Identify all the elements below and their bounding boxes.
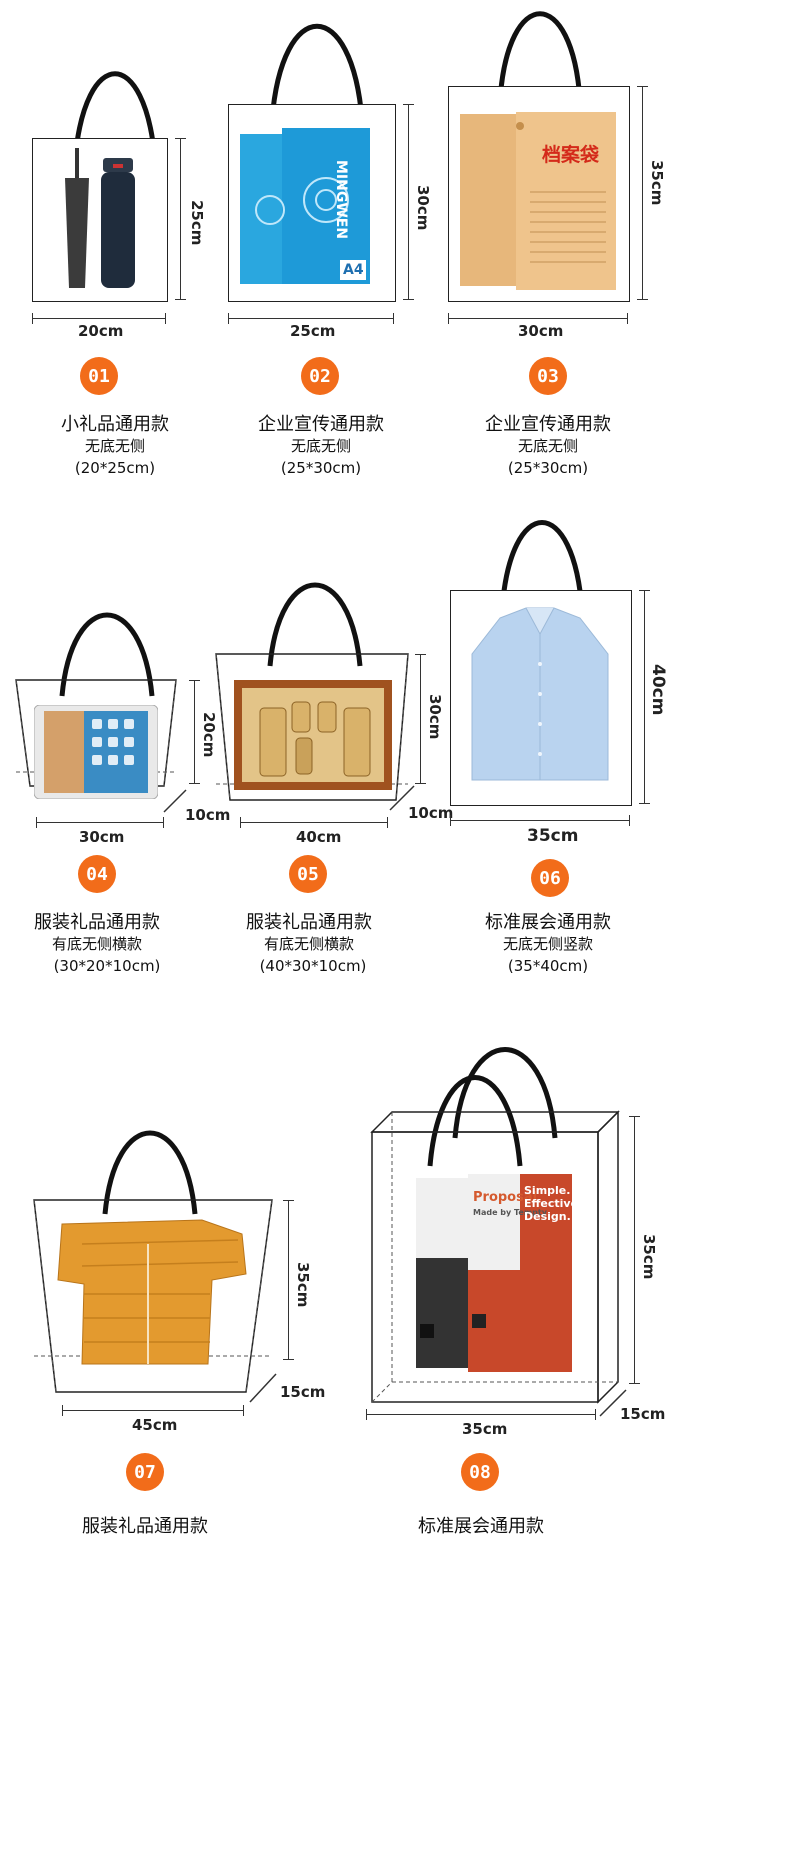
height-dimension-line <box>637 86 648 300</box>
width-dimension-line <box>36 817 164 828</box>
item-title: 标准展会通用款 <box>485 912 611 933</box>
item-subtitle: 有底无侧横款 <box>263 935 354 953</box>
box-size-label: A4 <box>343 262 364 278</box>
a4-paper-box-product <box>240 128 370 284</box>
depth-label: 10cm <box>408 804 454 822</box>
height-label: 30cm <box>426 694 444 740</box>
bag-handle <box>267 582 363 667</box>
item-title: 服装礼品通用款 <box>246 912 372 933</box>
depth-dimension-line <box>389 785 415 811</box>
item-number-badge: 07 <box>126 1453 164 1491</box>
height-label: 35cm <box>648 160 666 206</box>
item-title: 企业宣传通用款 <box>258 414 384 435</box>
height-dimension-line <box>403 104 414 300</box>
bag-handle <box>102 1130 198 1215</box>
brochure-books-product <box>416 1174 572 1372</box>
width-dimension-line <box>366 1409 596 1420</box>
bag-handle <box>499 520 585 612</box>
depth-dimension-line <box>599 1389 627 1417</box>
item-size: (30*20*10cm) <box>53 957 161 975</box>
umbrella-bottle-product <box>65 148 135 288</box>
height-label: 30cm <box>414 185 432 231</box>
file-envelope-product <box>460 112 616 290</box>
height-label: 35cm <box>640 1234 658 1280</box>
width-dimension-line <box>240 817 388 828</box>
item-size: (25*30cm) <box>507 459 589 477</box>
item-size: (25*30cm) <box>280 459 362 477</box>
depth-dimension-line <box>163 789 187 813</box>
bag-handle-back <box>452 1047 558 1139</box>
bag-handle <box>497 11 583 101</box>
depth-label: 15cm <box>620 1405 666 1423</box>
height-label: 25cm <box>188 200 206 246</box>
width-dimension-line <box>32 313 166 324</box>
width-dimension-line <box>62 1405 244 1416</box>
depth-dimension-line <box>249 1373 277 1403</box>
width-label: 45cm <box>132 1416 178 1434</box>
item-subtitle: 无底无侧 <box>84 437 145 455</box>
height-dimension-line <box>629 1116 640 1384</box>
envelope-label: 档案袋 <box>542 144 600 166</box>
height-dimension-line <box>189 680 200 784</box>
item-number-badge: 08 <box>461 1453 499 1491</box>
height-dimension-line <box>283 1200 294 1360</box>
width-label: 40cm <box>296 828 342 846</box>
bag-handle <box>72 71 158 161</box>
item-size: (40*30*10cm) <box>259 957 367 975</box>
height-dimension-line <box>639 590 650 804</box>
book-title: Proposal <box>473 1190 538 1205</box>
item-number-badge: 05 <box>289 855 327 893</box>
item-title: 服装礼品通用款 <box>82 1516 208 1537</box>
bag-outline <box>32 138 168 302</box>
item-title: 企业宣传通用款 <box>485 414 611 435</box>
item-title: 服装礼品通用款 <box>34 912 160 933</box>
book2-text: Simple. Effective. Design. <box>524 1184 583 1223</box>
box-brand-label: MINGWEN <box>333 160 349 240</box>
down-jacket-product <box>57 1219 247 1365</box>
height-label: 20cm <box>200 712 218 758</box>
width-label: 30cm <box>518 322 564 340</box>
item-subtitle: 无底无侧竖款 <box>502 935 593 953</box>
item-number-badge: 02 <box>301 357 339 395</box>
width-label: 30cm <box>79 828 125 846</box>
bag-outline-3d <box>370 1110 620 1404</box>
width-label: 35cm <box>527 826 579 846</box>
width-label: 20cm <box>78 322 124 340</box>
item-title: 标准展会通用款 <box>418 1516 544 1537</box>
tablet-product <box>34 705 158 799</box>
bag-handle-front <box>427 1075 523 1167</box>
item-number-badge: 03 <box>529 357 567 395</box>
item-size: (20*25cm) <box>74 459 156 477</box>
depth-label: 15cm <box>280 1383 326 1401</box>
depth-label: 10cm <box>185 806 231 824</box>
item-number-badge: 04 <box>78 855 116 893</box>
item-subtitle: 无底无侧 <box>517 437 578 455</box>
item-subtitle: 无底无侧 <box>290 437 351 455</box>
item-number-badge: 01 <box>80 357 118 395</box>
width-dimension-line <box>448 313 628 324</box>
item-title: 小礼品通用款 <box>61 414 169 435</box>
cosmetics-giftbox-product <box>234 680 392 790</box>
book-subtitle: Made by Tempty <box>473 1208 547 1217</box>
height-dimension-line <box>175 138 186 300</box>
height-label: 35cm <box>294 1262 312 1308</box>
bag-handle <box>59 612 155 697</box>
width-dimension-line <box>450 815 630 826</box>
height-label: 40cm <box>648 664 668 716</box>
height-dimension-line <box>415 654 426 784</box>
item-size: (35*40cm) <box>507 957 589 975</box>
item-number-badge: 06 <box>531 859 569 897</box>
dress-shirt-product <box>471 607 609 781</box>
bag-handle <box>269 23 365 121</box>
item-subtitle: 有底无侧横款 <box>51 935 142 953</box>
width-label: 25cm <box>290 322 336 340</box>
width-label: 35cm <box>462 1420 508 1438</box>
width-dimension-line <box>228 313 394 324</box>
